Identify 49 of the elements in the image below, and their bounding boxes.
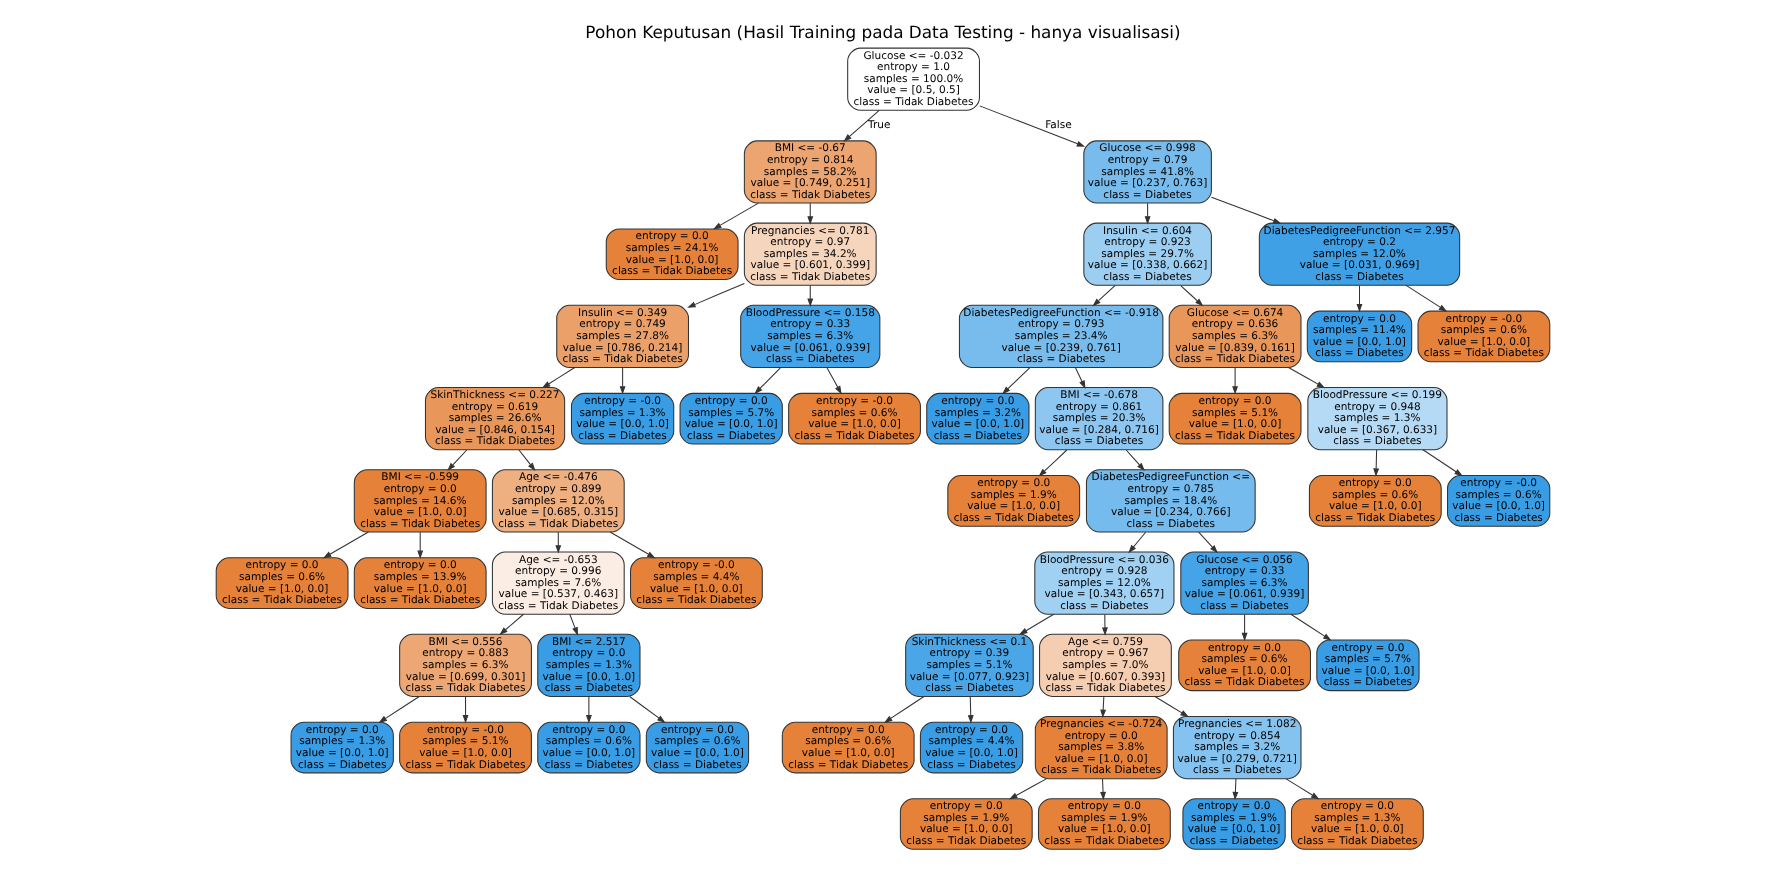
arrow xyxy=(1008,778,1047,800)
arrow xyxy=(687,282,745,308)
arrow xyxy=(1405,284,1448,312)
arrow xyxy=(1075,367,1086,389)
arrow xyxy=(754,367,781,395)
arrow xyxy=(1287,367,1326,389)
arrow xyxy=(1038,449,1068,477)
arrow xyxy=(462,696,469,724)
arrow xyxy=(843,109,880,142)
arrow xyxy=(1198,531,1218,554)
arrow xyxy=(609,531,656,559)
arrow xyxy=(1285,778,1320,800)
arrow xyxy=(1128,531,1147,554)
arrow xyxy=(826,367,842,395)
arrow xyxy=(322,531,369,559)
arrow xyxy=(1373,449,1380,477)
arrow xyxy=(1092,285,1116,307)
arrow xyxy=(378,695,420,723)
arrow xyxy=(1210,196,1282,224)
arrow xyxy=(967,696,974,724)
arrow xyxy=(1100,778,1106,801)
arrow xyxy=(1232,367,1239,395)
arrow xyxy=(883,695,925,723)
arrow xyxy=(1241,613,1248,642)
arrow xyxy=(807,202,814,225)
arrow xyxy=(541,367,576,389)
arrow xyxy=(1019,613,1055,635)
arrow xyxy=(1154,695,1189,718)
arrow xyxy=(555,531,562,554)
arrow xyxy=(1125,449,1145,471)
arrow xyxy=(1102,613,1108,636)
arrow xyxy=(629,695,666,723)
arrow xyxy=(1356,285,1363,313)
arrow xyxy=(585,696,592,724)
arrow xyxy=(1144,202,1151,225)
arrow xyxy=(447,449,468,471)
arrow xyxy=(499,613,525,636)
arrow xyxy=(518,449,536,472)
arrow xyxy=(1180,285,1204,307)
arrow xyxy=(417,531,424,560)
arrow xyxy=(1422,449,1463,477)
arrow xyxy=(569,613,578,636)
arrow xyxy=(713,202,759,230)
arrow xyxy=(619,367,626,395)
arrow xyxy=(1232,778,1239,801)
arrow xyxy=(1290,613,1332,641)
arrow xyxy=(979,105,1086,147)
diagram-title: Pohon Keputusan (Hasil Training pada Data Testing - hanya visualisasi) xyxy=(585,22,1181,43)
arrow xyxy=(1002,367,1031,395)
